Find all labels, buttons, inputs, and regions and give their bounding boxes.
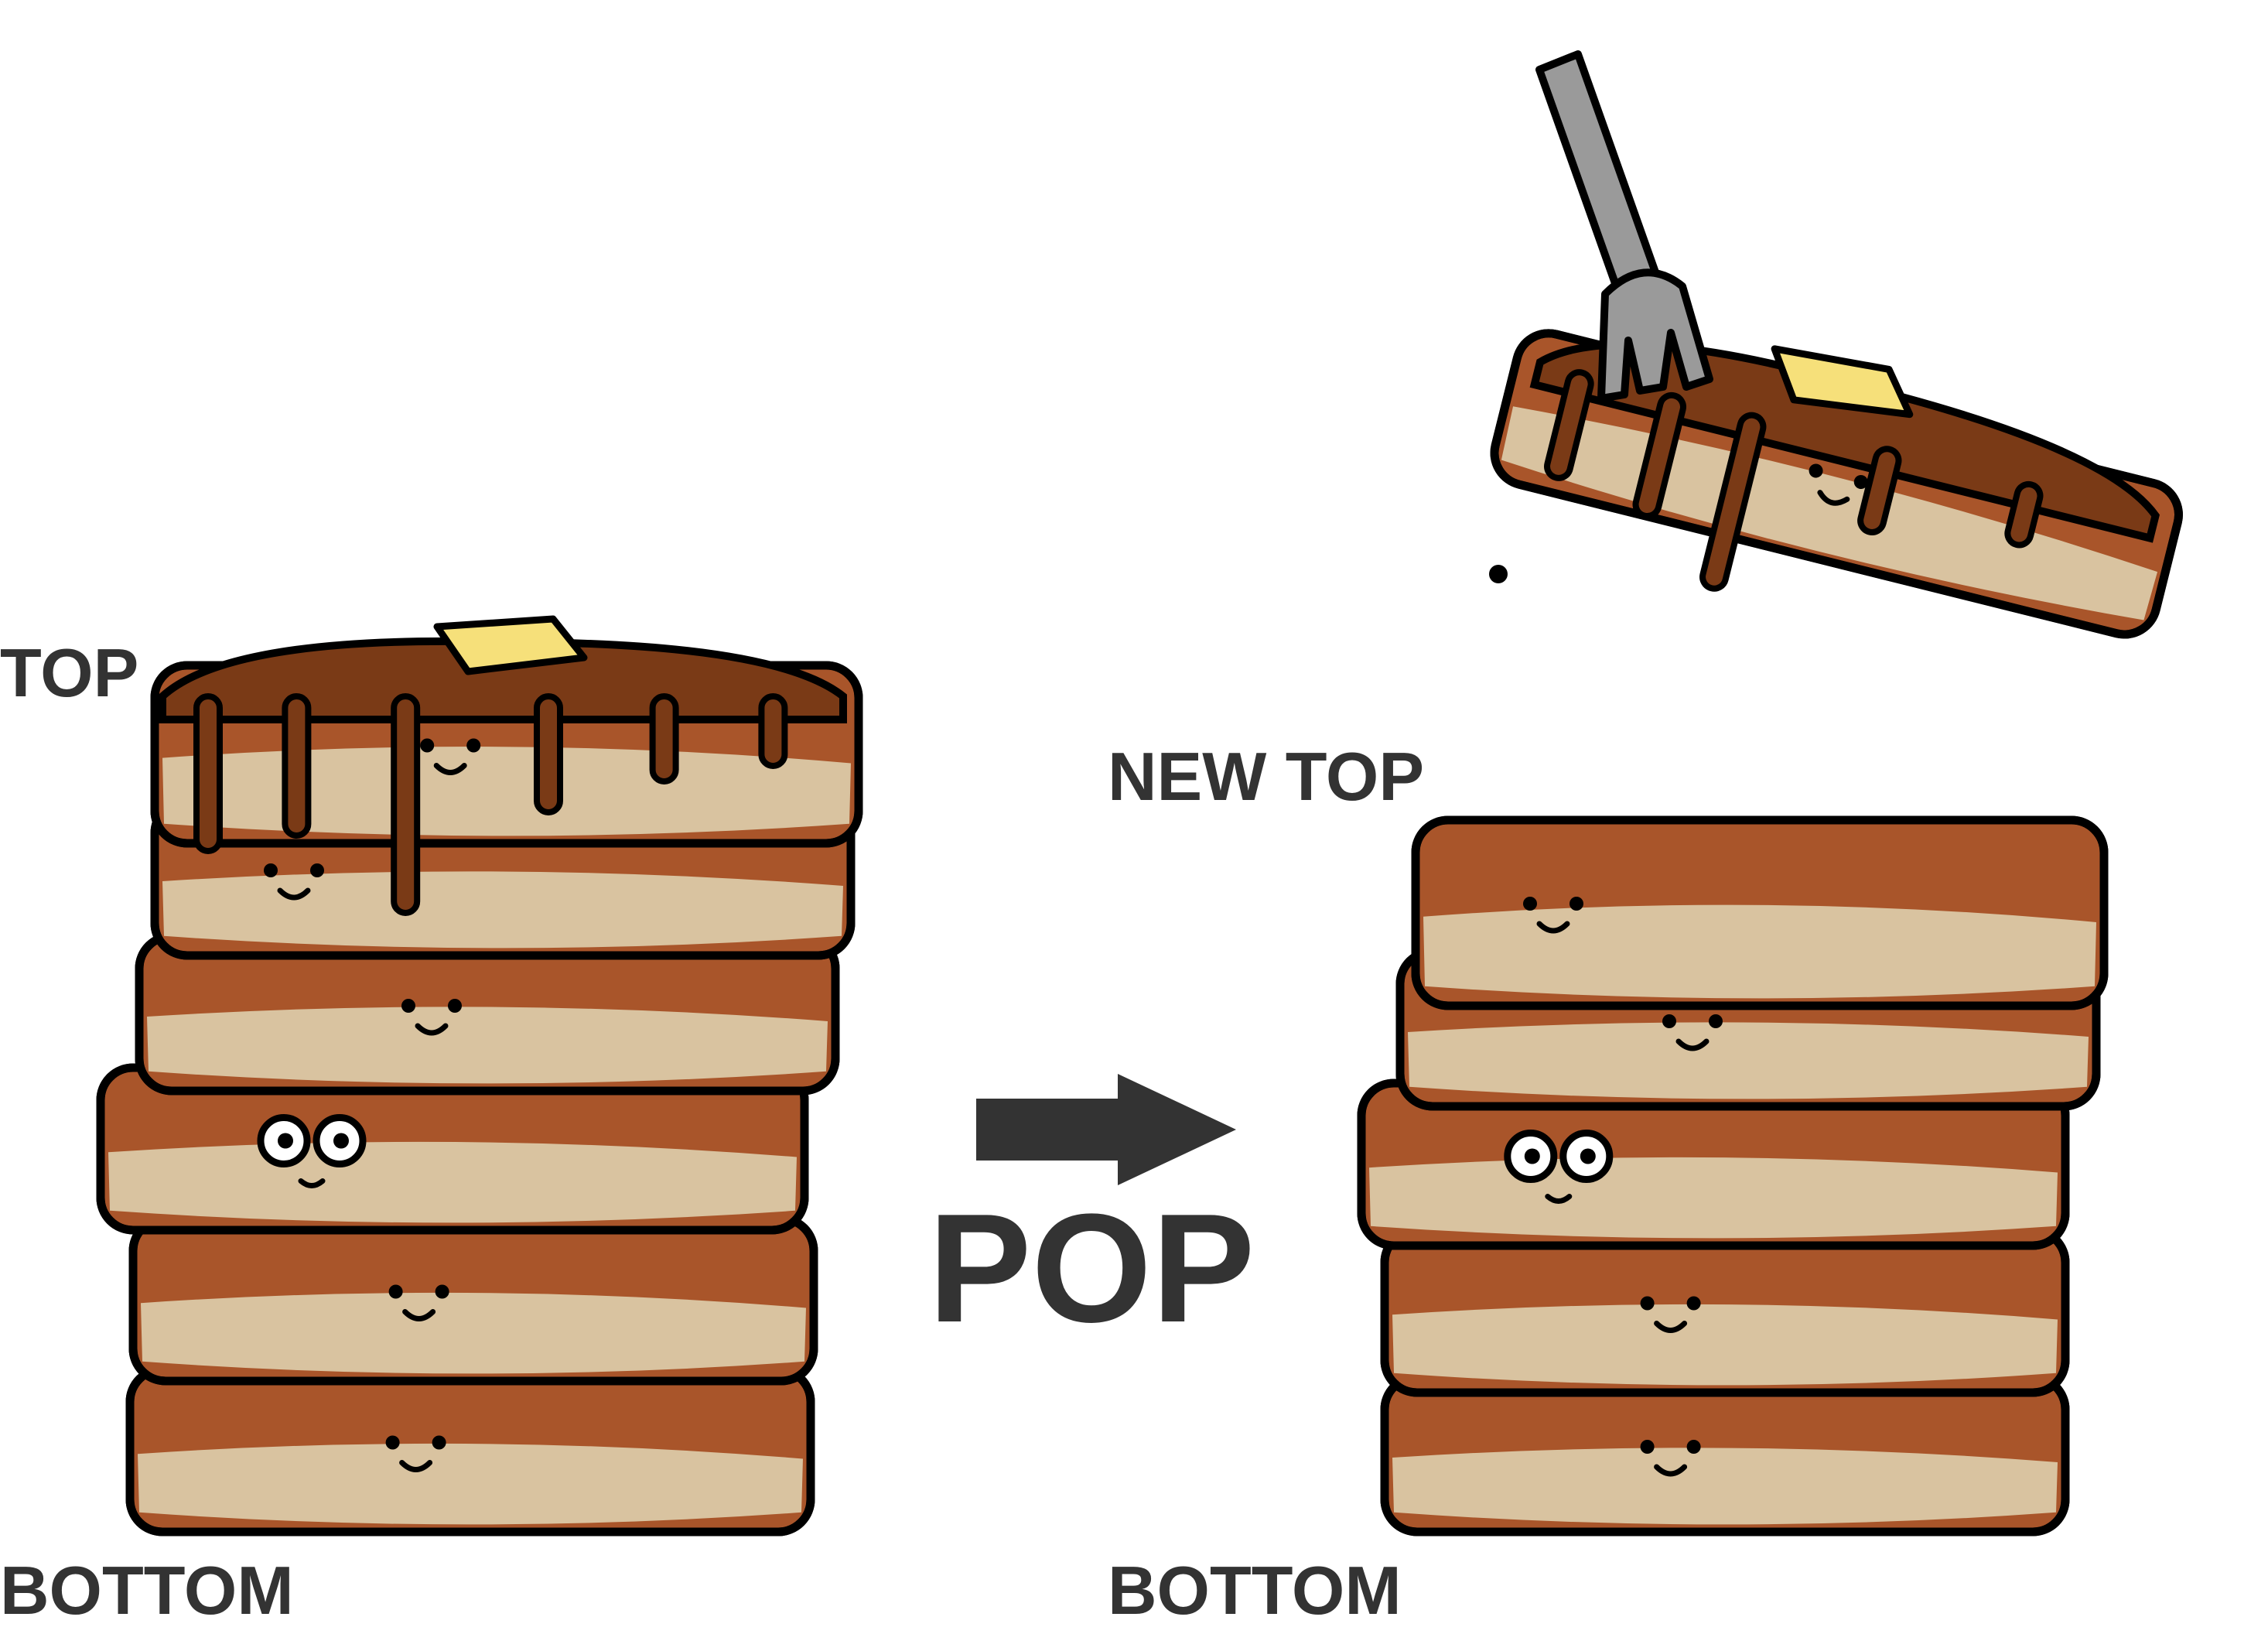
mouth-icon [399,1460,433,1472]
bottom-label-right: BOTTOM [1108,1552,1402,1629]
syrup-drip [649,693,679,785]
eye-right-icon [435,1284,449,1299]
pancake-icon [1411,815,2109,1010]
pupil-left-icon [1524,1148,1540,1164]
pancake-icon [125,1365,815,1537]
eye-right-icon [432,1435,446,1450]
bottom-label-left: BOTTOM [0,1552,294,1629]
butter-pat [433,615,588,675]
eye-left-icon [401,999,415,1013]
eye-right-icon [466,738,481,753]
eye-left-icon [1523,897,1537,911]
pancake-band [162,747,851,836]
pancake-band [1423,904,2096,999]
eye-right-icon [310,863,324,877]
mouth-icon [1654,1464,1688,1477]
syrup-drop-icon [1489,565,1508,583]
pancake-band [1392,1448,2058,1525]
right-pancake-stack [1357,815,2109,1537]
pancake-band [108,1141,797,1223]
syrup-drip [391,693,421,916]
pancake-band [1392,1304,2058,1386]
pancake-band [141,1292,806,1374]
fork-icon [1535,50,1713,402]
fork-tines [1597,268,1713,402]
new-top-label: NEW TOP [1108,738,1425,815]
mouth-icon [402,1309,436,1321]
eye-left-icon [388,1284,403,1299]
eye-left-icon [385,1435,400,1450]
syrup-drip [1699,412,1767,592]
pancake-icon [128,1214,818,1386]
butter-icon [433,615,588,675]
eye-left-icon [1640,1296,1655,1311]
pancake-band [138,1443,803,1525]
syrup-drip [1632,391,1686,520]
mouth-icon [298,1178,326,1188]
eye-right-icon [1686,1296,1701,1311]
eye-left-icon [420,738,435,753]
syrup-drip [1857,446,1902,535]
pancake-icon [96,1063,809,1235]
syrup-drip [534,693,563,815]
top-label: TOP [0,634,139,711]
pupil-right-icon [1580,1148,1596,1164]
pancake-icon [1380,1372,2070,1537]
butter-pat [1771,345,1914,419]
mouth-icon [277,887,311,901]
pop-label: POP [928,1182,1255,1355]
eye-right-icon [448,999,462,1013]
eye-left-icon [1640,1440,1655,1454]
left-pancake-stack [96,615,863,1537]
eye-left-icon [264,863,278,877]
pupil-right-icon [333,1133,349,1149]
mouth-icon [1817,490,1850,506]
eye-right-icon [1569,897,1583,911]
arrow-shape [976,1074,1236,1185]
syrup-drip [2004,480,2044,549]
mouth-icon [1536,921,1570,934]
eye-right-icon [1686,1440,1701,1454]
eye-right-icon [1853,474,1868,489]
mouth-icon [1675,1038,1710,1051]
eye-right-icon [1709,1014,1723,1028]
pancake-band [162,871,843,949]
popped-pancake-tilted [1490,329,2183,639]
pancake-icon [1380,1226,2070,1397]
pancake-outline [1411,815,2109,1010]
pancake-icon [135,932,840,1096]
syrup-drip [758,693,788,769]
pancake-band [1408,1022,2089,1099]
butter-icon [1771,345,1914,419]
arrow-right-icon [976,1074,1236,1185]
eye-left-icon [1809,463,1823,478]
popped-pancake [1489,50,2183,639]
mouth-icon [1545,1194,1573,1204]
mouth-icon [415,1023,449,1036]
mouth-icon [433,763,467,775]
syrup-drip [193,693,223,854]
syrup-drip [282,693,312,839]
eye-left-icon [1662,1014,1676,1028]
pancake-band [1369,1157,2058,1239]
syrup-drip [1544,369,1594,481]
pupil-left-icon [278,1133,293,1149]
pancake-band [147,1007,828,1084]
mouth-icon [1654,1321,1688,1333]
